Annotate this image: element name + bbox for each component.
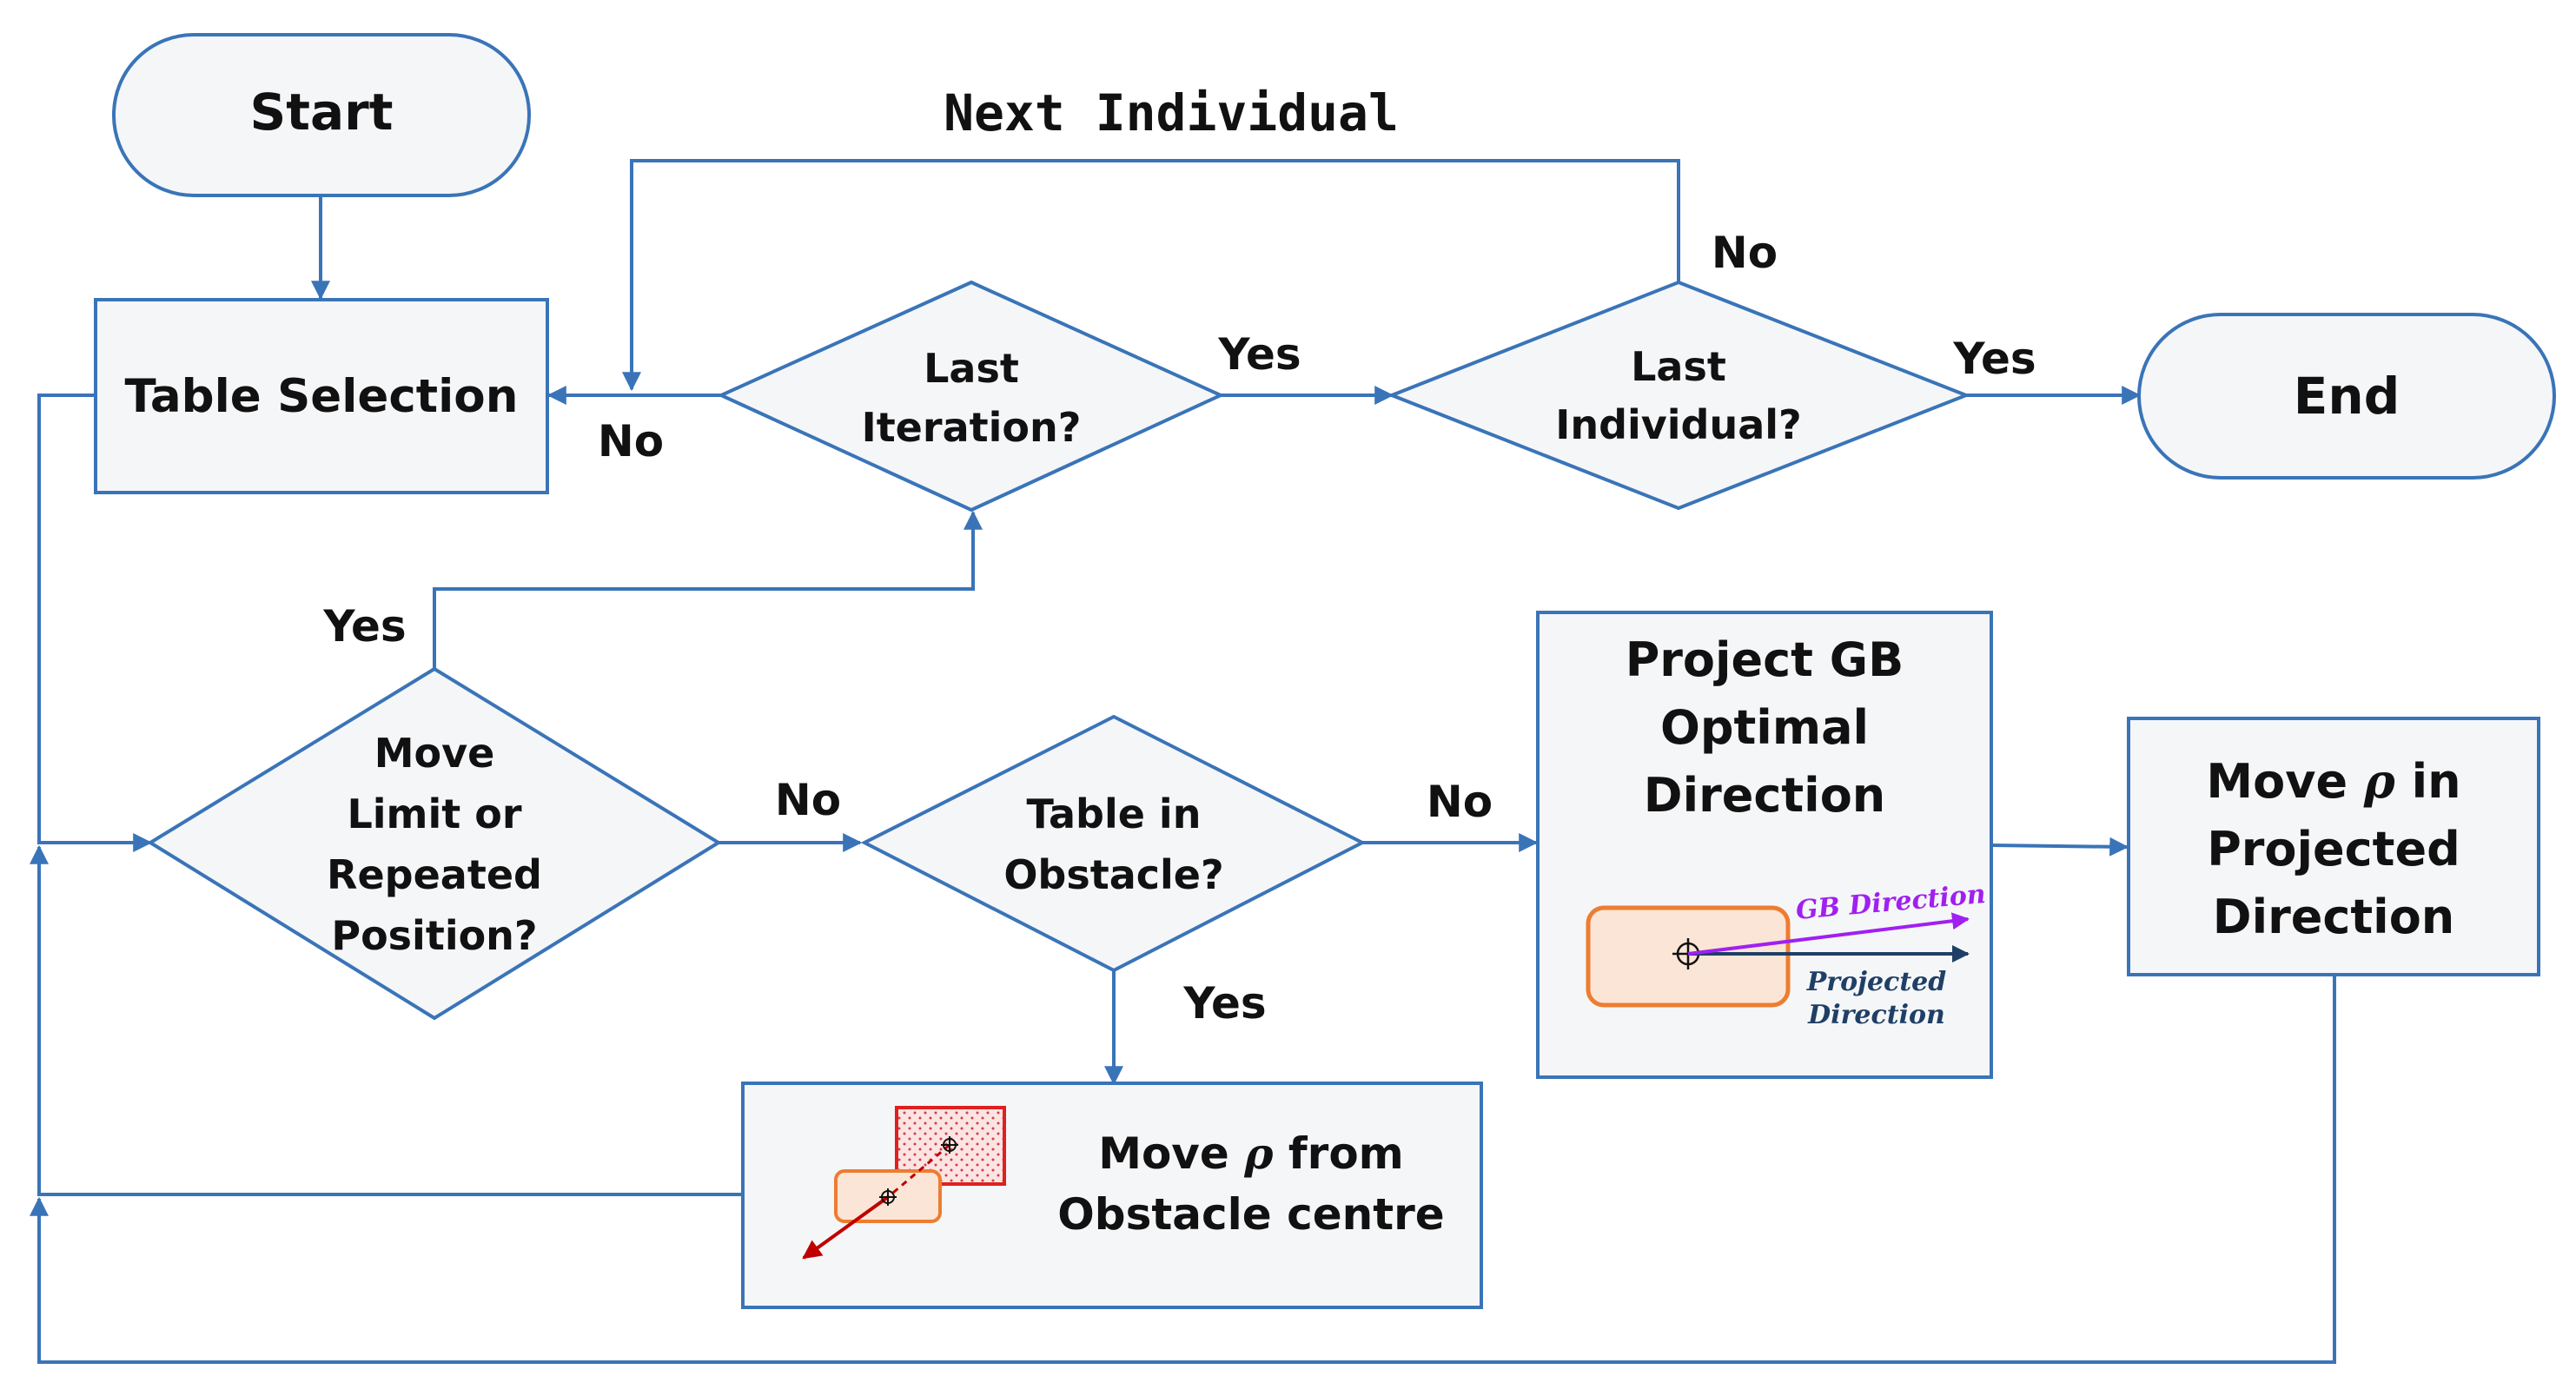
table-selection-label: Table Selection [125, 370, 519, 423]
edge-obstacle-return [30, 844, 743, 1196]
move-limit-line3: Repeated [327, 851, 542, 898]
last-individual-line2: Individual? [1555, 401, 1801, 448]
move-projected-line1: Move ρ in [2206, 753, 2460, 809]
edge-projected-return [30, 975, 2336, 1364]
obstacle-illustration [802, 1106, 1006, 1260]
label-yes-table-in-obstacle: Yes [1182, 978, 1266, 1029]
move-from-obstacle-line2: Obstacle centre [1057, 1189, 1444, 1240]
rho-symbol: ρ [2363, 753, 2396, 809]
crosshair-icon [879, 1188, 897, 1206]
projected-direction-label-line1: Projected [1806, 967, 1947, 997]
move-from-obstacle-word-from: from [1274, 1128, 1404, 1179]
connectors [30, 159, 2336, 1364]
label-yes-last-iteration: Yes [1217, 329, 1301, 380]
label-yes-last-individual: Yes [1952, 334, 2036, 384]
gb-direction-arrow [1687, 912, 1970, 956]
label-next-individual: Next Individual [944, 83, 1399, 142]
move-projected-word-move: Move [2206, 754, 2363, 809]
label-no-move-limit: No [775, 775, 841, 825]
move-from-obstacle-line1: Move ρ from [1098, 1128, 1404, 1179]
centre-link-dashed [887, 1143, 950, 1199]
project-gb-line2: Optimal [1660, 700, 1869, 755]
last-individual-line1: Last [1631, 343, 1726, 390]
label-no-last-individual: No [1712, 228, 1778, 278]
edge-project-to-move [1990, 837, 2129, 857]
move-projected-word-in: in [2395, 754, 2461, 809]
label-no-last-iteration: No [598, 416, 664, 466]
move-limit-line1: Move [374, 730, 495, 777]
end-node: End [2137, 313, 2556, 480]
end-label: End [2294, 367, 2400, 426]
edge-next-individual [622, 159, 1680, 392]
last-iteration-decision: Last Iteration? [717, 280, 1225, 513]
move-from-obstacle-node: Move ρ from Obstacle centre [741, 1082, 1483, 1309]
move-limit-decision: Move Limit or Repeated Position? [147, 666, 722, 1021]
last-iteration-line1: Last [924, 345, 1019, 392]
edge-move-limit-yes [433, 510, 983, 669]
last-individual-decision: Last Individual? [1387, 280, 1971, 511]
table-in-obstacle-line2: Obstacle? [1003, 851, 1223, 898]
move-projected-line3: Direction [2213, 890, 2454, 944]
move-from-obstacle-word-move: Move [1098, 1128, 1244, 1179]
table-in-obstacle-decision: Table in Obstacle? [860, 714, 1367, 973]
project-gb-node: Project GB Optimal Direction GB Directio… [1536, 611, 1993, 1079]
label-yes-move-limit: Yes [322, 601, 406, 652]
move-limit-line2: Limit or [347, 791, 521, 837]
crosshair-icon [941, 1136, 958, 1154]
last-iteration-line2: Iteration? [862, 404, 1082, 451]
projected-direction-label-line2: Direction [1807, 1000, 1945, 1030]
edge-labels: Next Individual No Yes No Yes Yes No No … [322, 83, 2036, 1029]
table-in-obstacle-line1: Table in [1027, 791, 1202, 837]
rho-symbol: ρ [1243, 1128, 1274, 1179]
start-node: Start [112, 33, 531, 197]
start-label: Start [250, 83, 394, 142]
project-gb-line3: Direction [1644, 768, 1885, 823]
table-selection-node: Table Selection [94, 298, 549, 494]
move-projected-line2: Projected [2207, 822, 2460, 877]
repulsion-arrow [802, 1195, 890, 1260]
project-gb-line1: Project GB [1626, 632, 1904, 687]
move-projected-node: Move ρ in Projected Direction [2127, 717, 2540, 976]
label-no-table-in-obstacle: No [1427, 777, 1493, 827]
move-limit-line4: Position? [331, 912, 537, 959]
edge-table-to-move-limit [37, 394, 153, 852]
